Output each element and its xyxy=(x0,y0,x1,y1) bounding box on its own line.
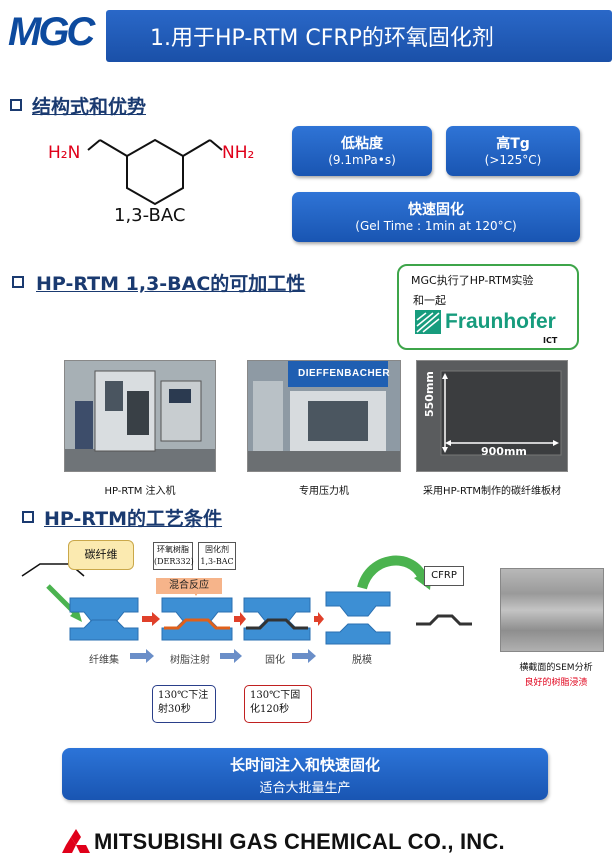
carbon-fiber-label: 碳纤维 xyxy=(68,540,134,570)
company-name: MITSUBISHI GAS CHEMICAL CO., INC. xyxy=(94,829,505,854)
carbon-panel-icon xyxy=(417,361,567,471)
note2-line1: 130℃下固 xyxy=(250,690,301,701)
section-title-process: HP-RTM的工艺条件 xyxy=(44,508,223,530)
section-title-structure: 结构式和优势 xyxy=(32,96,147,118)
resin-box: 环氧树脂 (DER332) xyxy=(153,542,194,570)
press-machine-icon xyxy=(248,361,400,471)
step-resin-injection: 树脂注射 xyxy=(170,655,210,666)
title-bar xyxy=(106,10,612,62)
advantage-sub: (Gel Time : 1min at 120°C) xyxy=(355,219,517,233)
panel-dim-height: 550mm xyxy=(423,371,436,417)
bac-structure-diagram xyxy=(87,138,223,206)
advantage-title: 快速固化 xyxy=(408,202,464,218)
cfrp-label: CFRP xyxy=(424,566,464,586)
advantage-sub: (>125°C) xyxy=(484,153,542,167)
fraunhofer-logo-text: Fraunhofer xyxy=(445,310,556,333)
page-title: 1.用于HP-RTM CFRP的环氧固化剂 xyxy=(150,26,494,51)
hardener-line1: 固化剂 xyxy=(205,545,229,554)
resin-line2: (DER332) xyxy=(154,557,194,566)
photo-caption-press: 专用压力机 xyxy=(299,486,349,497)
advantage-title: 低粘度 xyxy=(341,136,383,152)
fraunhofer-partner-box: MGC执行了HP-RTM实验 和一起 Fraunhofer ICT xyxy=(397,264,579,350)
note1-line2: 射30秒 xyxy=(158,704,191,715)
partner-line1: MGC执行了HP-RTM实验 xyxy=(411,274,534,287)
mitsubishi-logo-icon xyxy=(62,829,90,853)
sem-image xyxy=(500,568,604,652)
banner-line1: 长时间注入和快速固化 xyxy=(229,756,380,774)
step-fiber-set: 纤维集 xyxy=(89,655,119,666)
section-bullet-icon xyxy=(12,276,24,288)
section-bullet-icon xyxy=(10,99,22,111)
amine-right-label: NH₂ xyxy=(222,143,255,163)
injection-machine-photo xyxy=(64,360,216,472)
step-demold: 脱模 xyxy=(352,655,372,666)
carbon-panel-photo: 550mm 900mm xyxy=(416,360,568,472)
advantage-fast-cure: 快速固化 (Gel Time : 1min at 120°C) xyxy=(292,192,580,242)
mgc-logo: MGC xyxy=(8,10,95,54)
hardener-box: 固化剂 1,3-BAC xyxy=(198,542,236,570)
photo-caption-panel: 采用HP-RTM制作的碳纤维板材 xyxy=(423,486,561,497)
sem-caption: 横截面的SEM分析 xyxy=(519,663,593,673)
advantage-title: 高Tg xyxy=(496,136,530,152)
summary-banner: 长时间注入和快速固化 适合大批量生产 xyxy=(62,748,548,800)
note2-line2: 化120秒 xyxy=(250,704,290,715)
advantage-high-tg: 高Tg (>125°C) xyxy=(446,126,580,176)
sem-note: 良好的树脂浸渍 xyxy=(524,678,588,688)
step-cure: 固化 xyxy=(265,655,285,666)
molecule-name: 1,3-BAC xyxy=(114,205,186,226)
press-sign: DIEFFENBACHER xyxy=(298,368,391,379)
resin-line1: 环氧树脂 xyxy=(157,545,189,554)
cure-condition-note: 130℃下固 化120秒 xyxy=(244,685,312,723)
advantage-low-viscosity: 低粘度 (9.1mPa•s) xyxy=(292,126,432,176)
section-bullet-icon xyxy=(22,511,34,523)
partner-line2: 和一起 xyxy=(413,294,446,307)
press-machine-photo: DIEFFENBACHER xyxy=(247,360,401,472)
banner-line2: 适合大批量生产 xyxy=(259,781,351,796)
fraunhofer-logo-sub: ICT xyxy=(543,336,558,345)
amine-left-label: H₂N xyxy=(48,143,81,163)
note1-line1: 130℃下注 xyxy=(158,690,209,701)
fraunhofer-logo-icon xyxy=(415,310,441,334)
mix-reaction-label: 混合反应 xyxy=(156,578,222,594)
hardener-line2: 1,3-BAC xyxy=(200,557,234,566)
injection-condition-note: 130℃下注 射30秒 xyxy=(152,685,216,723)
section-title-processability: HP-RTM 1,3-BAC的可加工性 xyxy=(36,273,306,295)
panel-dim-width: 900mm xyxy=(481,445,527,458)
advantage-sub: (9.1mPa•s) xyxy=(328,153,396,167)
photo-caption-injection: HP-RTM 注入机 xyxy=(104,486,176,497)
injection-machine-icon xyxy=(65,361,215,471)
